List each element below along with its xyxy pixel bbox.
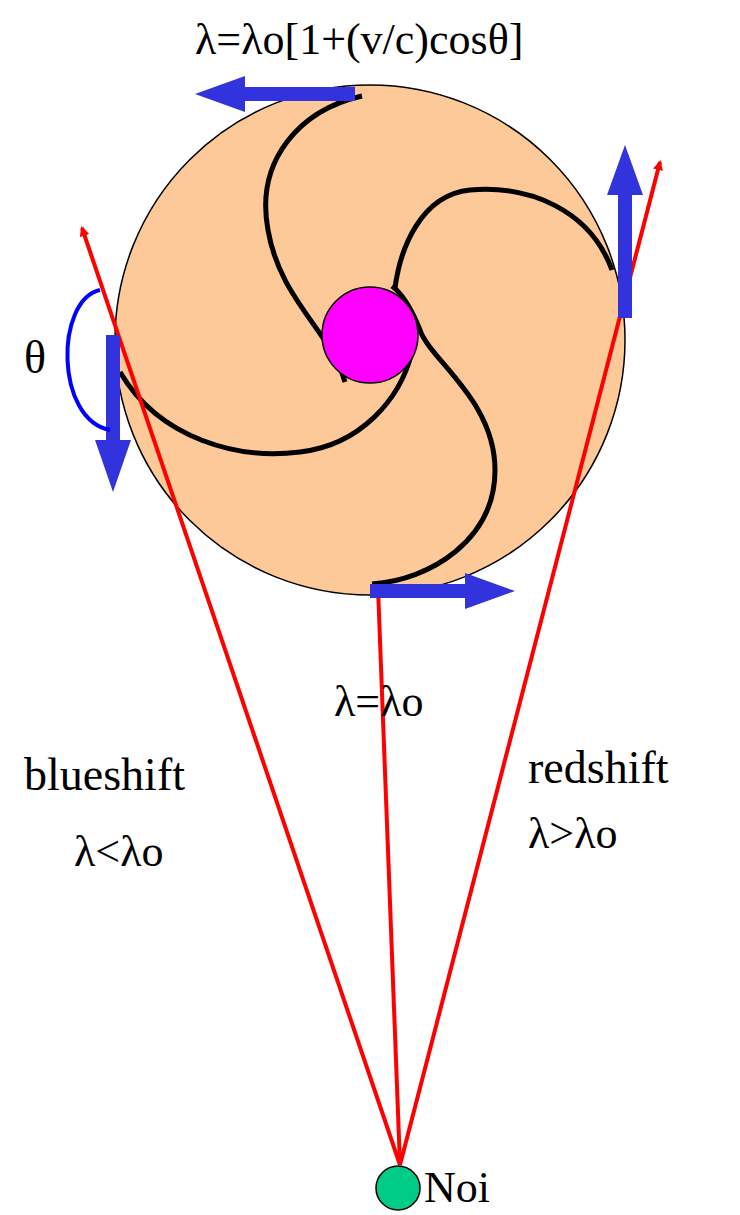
observer-circle <box>374 1164 422 1212</box>
spiral-arms <box>120 96 612 584</box>
wavelength-label: λ<λo <box>74 830 163 874</box>
shift-label: blueshift <box>24 752 185 798</box>
angle-label: θ <box>24 335 46 381</box>
galaxy-nucleus <box>322 287 418 383</box>
angle-arc <box>67 290 110 430</box>
sight-lines <box>82 162 660 1165</box>
wavelength-label: λ>λo <box>528 812 617 856</box>
galaxy-disk <box>115 85 625 595</box>
observer-node: Noi <box>374 1164 494 1215</box>
formula-label: λ=λo[1+(v/c)cosθ] <box>195 18 523 62</box>
wavelength-label: λ=λo <box>334 680 423 724</box>
observer-label: Noi <box>424 1166 490 1210</box>
shift-label: redshift <box>528 745 669 791</box>
velocity-arrows <box>95 76 643 609</box>
